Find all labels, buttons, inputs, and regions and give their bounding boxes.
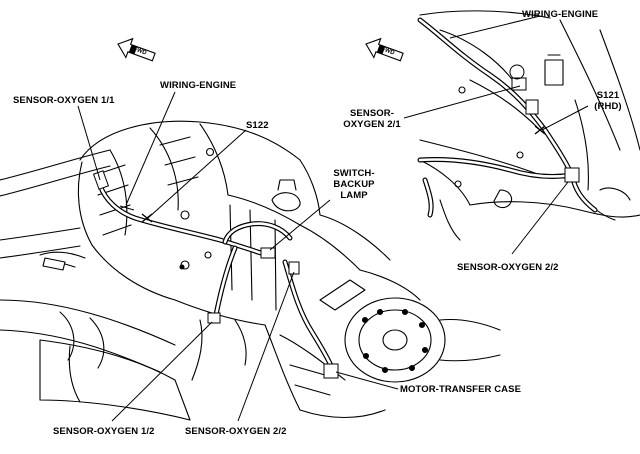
leader-sensor-oxygen-1-2 [111,321,213,422]
label-wiring-engine-left: WIRING-ENGINE [160,80,237,91]
label-sensor-oxygen-2-1-line1: SENSOR- [350,108,394,119]
leader-sensor-oxygen-1-1 [77,105,101,181]
leader-sensor-oxygen-2-2-left [237,271,295,422]
leader-motor-transfer-case [335,371,399,390]
label-sensor-oxygen-1-1: SENSOR-OXYGEN 1/1 [13,95,115,106]
label-s121-line1: S121 [596,90,620,101]
leader-s121 [541,105,589,131]
wiring-engine-harness-left [97,182,335,371]
label-sensor-oxygen-2-2-right: SENSOR-OXYGEN 2/2 [457,262,559,273]
leader-wiring-engine-left [125,91,176,206]
label-switch-backup-lamp-line1: SWITCH- [333,168,375,179]
leader-sensor-oxygen-2-1 [403,85,521,119]
label-wiring-engine-right: WIRING-ENGINE [522,9,599,20]
label-sensor-oxygen-1-2: SENSOR-OXYGEN 1/2 [53,426,155,437]
leader-s122 [147,129,247,219]
fwd-text-right: FWD [380,46,396,57]
label-switch-backup-lamp-line3: LAMP [340,190,368,201]
fwd-text-left: FWD [132,46,148,57]
inset-drawing [419,10,640,241]
label-sensor-oxygen-2-1-line2: OXYGEN 2/1 [343,119,401,130]
label-s122: S122 [246,120,269,131]
label-sensor-oxygen-2-1: SENSOR- OXYGEN 2/1 [340,108,404,130]
leader-lines [77,15,589,422]
connectors-left [92,170,339,379]
label-switch-backup-lamp: SWITCH- BACKUP LAMP [330,168,378,201]
label-switch-backup-lamp-line2: BACKUP [333,179,375,190]
label-s121: S121 (RHD) [588,90,628,112]
transmission-drawing [0,120,501,421]
wiring-engine-harness-right [417,17,598,218]
leader-wiring-engine-right [449,15,541,39]
label-motor-transfer-case: MOTOR-TRANSFER CASE [400,384,522,395]
leader-switch-backup-lamp [269,199,331,251]
splice-s121-mark [534,125,546,135]
label-sensor-oxygen-2-2-left: SENSOR-OXYGEN 2/2 [185,426,287,437]
fwd-arrow-left [117,37,156,62]
label-s121-line2: (RHD) [594,101,622,112]
fwd-arrow-right [365,37,404,62]
leader-sensor-oxygen-2-2-right [511,181,569,255]
